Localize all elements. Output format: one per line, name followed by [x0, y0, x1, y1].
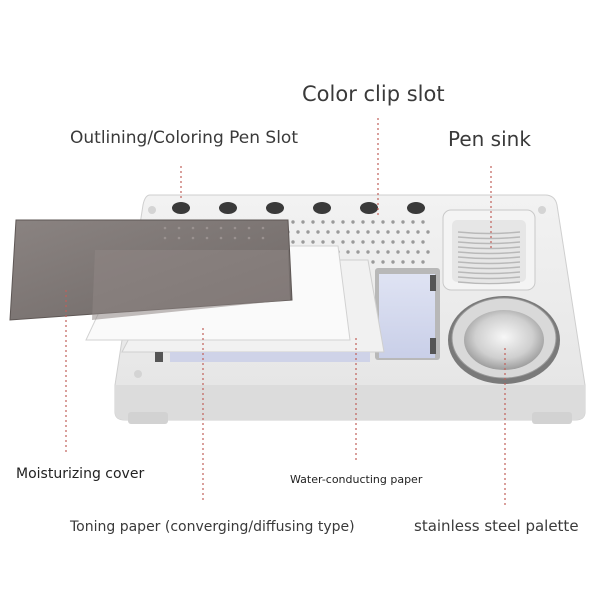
clip-slot-dot: [396, 250, 400, 254]
pen-sink-rib: [457, 261, 521, 265]
cover-dot: [205, 236, 209, 240]
pen-sink-rib: [457, 256, 521, 260]
clip-slot-dot: [346, 250, 350, 254]
clip-slot-dot: [381, 220, 385, 224]
clip-slot-dot: [366, 250, 370, 254]
cover-dot: [205, 226, 209, 230]
clip-slot-dot: [396, 230, 400, 234]
clip-slot-dot: [291, 220, 295, 224]
clip-slot-dot: [426, 230, 430, 234]
pen-slot-holes: [172, 202, 425, 214]
cover-dot: [191, 236, 195, 240]
pen-sink-rib: [457, 251, 521, 255]
cover-dot: [261, 236, 265, 240]
clip-slot-dot: [421, 240, 425, 244]
clip-slot-dot: [426, 250, 430, 254]
clip-slot-dot: [301, 240, 305, 244]
clip-slot-dot: [371, 240, 375, 244]
clip-slot-dot: [356, 250, 360, 254]
cover-dot: [261, 226, 265, 230]
clip-slot-dot: [416, 250, 420, 254]
clip-slot-dot: [311, 240, 315, 244]
clip-slot-dot: [336, 230, 340, 234]
clip-slot-dot: [401, 240, 405, 244]
clip-slot-dot: [311, 220, 315, 224]
blue-well: [375, 268, 440, 360]
pen-sink-rib: [457, 281, 521, 285]
clip-slot-dot: [321, 240, 325, 244]
clip-slot-dot: [316, 230, 320, 234]
clip-slot-dot: [406, 250, 410, 254]
label-outlining-pen-slot: Outlining/Coloring Pen Slot: [70, 128, 298, 148]
cover-dot: [177, 236, 181, 240]
clip-slot-dot: [331, 240, 335, 244]
pen-sink-rib: [457, 271, 521, 275]
cover-dot: [247, 236, 251, 240]
pen-sink-rib: [457, 266, 521, 270]
clip-slot-dot: [361, 240, 365, 244]
clip-slot-dot: [416, 230, 420, 234]
cover-dot: [191, 226, 195, 230]
clip-slot-dot: [421, 260, 425, 264]
clip-slot-dot: [351, 220, 355, 224]
pen-sink-rib: [457, 236, 521, 240]
clip-slot-dot: [411, 220, 415, 224]
clip-slot-dot: [341, 240, 345, 244]
cover-dot: [247, 226, 251, 230]
cover-dot: [219, 226, 223, 230]
moisturizing-cover-sheet: [9, 219, 293, 321]
clip-slot-dot: [391, 260, 395, 264]
label-color-clip-slot: Color clip slot: [302, 82, 445, 106]
cover-dot: [163, 236, 167, 240]
clip-slot-dot: [376, 230, 380, 234]
clip-slot-dot: [411, 260, 415, 264]
steel-palette-dish: [448, 296, 560, 384]
clip-slot-dot: [331, 220, 335, 224]
clip-slot-dot: [346, 230, 350, 234]
clip-slot-dot: [361, 220, 365, 224]
clip-slot-dot: [391, 240, 395, 244]
label-water-conducting-paper: Water-conducting paper: [290, 473, 423, 486]
clip-slot-dot: [291, 240, 295, 244]
clip-slot-dot: [356, 230, 360, 234]
clip-slot-dot: [371, 220, 375, 224]
pen-sink-rib: [457, 241, 521, 245]
clip-slot-dot: [386, 230, 390, 234]
leader-lines: [65, 118, 506, 505]
pen-sink-rib: [457, 246, 521, 250]
clip-slot-dot: [376, 250, 380, 254]
clip-slot-dot: [321, 220, 325, 224]
clip-slot-dot: [366, 230, 370, 234]
label-steel-palette: stainless steel palette: [414, 517, 579, 535]
clip-slot-dot: [371, 260, 375, 264]
pen-sink-rib: [457, 231, 521, 235]
label-toning-paper: Toning paper (converging/diffusing type): [70, 519, 355, 535]
clip-slot-dot: [391, 220, 395, 224]
clip-slot-dot: [381, 260, 385, 264]
cover-dot: [233, 226, 237, 230]
pen-sink-rib: [457, 276, 521, 280]
clip-slot-dot: [341, 220, 345, 224]
clip-slot-dot: [401, 220, 405, 224]
cover-dot: [163, 226, 167, 230]
clip-slot-dot: [401, 260, 405, 264]
clip-slot-dot: [351, 240, 355, 244]
cover-dot: [219, 236, 223, 240]
clip-slot-dot: [411, 240, 415, 244]
label-moisturizing-cover: Moisturizing cover: [16, 466, 145, 482]
clip-slot-dot: [296, 230, 300, 234]
cover-dot: [233, 236, 237, 240]
clip-slot-dot: [326, 230, 330, 234]
pen-sink-basin: [442, 209, 536, 291]
label-pen-sink: Pen sink: [448, 127, 531, 151]
clip-slot-dot: [306, 230, 310, 234]
clip-slot-dot: [386, 250, 390, 254]
clip-slot-dot: [381, 240, 385, 244]
clip-slot-dot: [301, 220, 305, 224]
cover-dot: [177, 226, 181, 230]
clip-slot-dot: [406, 230, 410, 234]
clip-slot-dot: [421, 220, 425, 224]
